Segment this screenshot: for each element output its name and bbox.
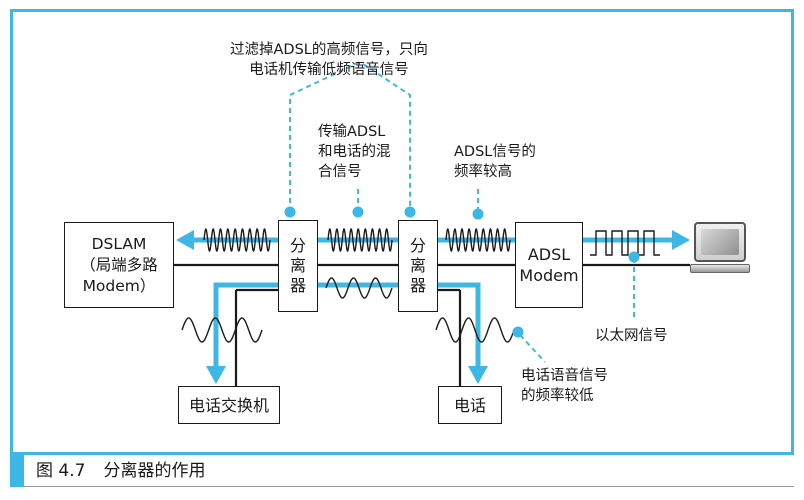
arrowhead-to-dslam — [176, 230, 194, 250]
note-ethernet-text: 以太网信号 — [595, 328, 668, 344]
phone-label: 电话 — [453, 395, 486, 415]
adsl-modem-line1: ADSL — [527, 245, 571, 264]
dslam-label-line1: DSLAM — [91, 234, 147, 253]
callout-dots — [284, 206, 640, 338]
note-voice-line2: 的频率较低 — [521, 388, 594, 404]
phone-box: 电话 — [438, 386, 502, 424]
monitor-screen — [694, 222, 746, 262]
caption-accent-tab — [10, 455, 24, 487]
splitter-right-char1: 分 — [409, 236, 426, 255]
note-mixed-signal: 传输ADSL 和电话的混 合信号 — [318, 122, 391, 182]
note-adsl-line1: ADSL信号的 — [454, 144, 536, 160]
monitor-icon — [690, 222, 750, 274]
splitter-right-box: 分 离 器 — [398, 220, 438, 312]
diagram-canvas — [174, 60, 690, 386]
note-splitter-filter: 过滤掉ADSL的高频信号，只向 电话机传输低频语音信号 — [230, 40, 428, 80]
splitter-right-char3: 器 — [409, 276, 426, 295]
note-mixed-line2: 和电话的混 — [318, 144, 391, 160]
exchange-box: 电话交换机 — [178, 386, 280, 424]
ethernet-square-wave — [590, 230, 660, 256]
figure-number: 图 4.7 — [36, 461, 86, 481]
note-adsl-high-frequency: ADSL信号的 频率较高 — [454, 142, 536, 182]
splitter-left-box: 分 离 器 — [278, 220, 318, 312]
adsl-modem-box: ADSL Modem — [515, 222, 583, 308]
arrowhead-to-phone — [468, 366, 488, 384]
figure-caption: 图 4.7 分离器的作用 — [36, 459, 205, 483]
dslam-label-line2: （局端多路 — [80, 255, 158, 274]
splitter-left-char2: 离 — [289, 256, 306, 275]
figure-title: 分离器的作用 — [103, 461, 206, 481]
note-mixed-line1: 传输ADSL — [318, 124, 386, 140]
splitter-left-char3: 器 — [289, 276, 306, 295]
note-ethernet-signal: 以太网信号 — [595, 326, 668, 346]
dslam-label-line3: Modem） — [82, 276, 156, 295]
caption-underline — [24, 486, 794, 487]
note-voice-low-frequency: 电话语音信号 的频率较低 — [521, 366, 608, 406]
callout-lines — [289, 60, 635, 363]
note-splitter-filter-line2: 电话机传输低频语音信号 — [249, 62, 409, 78]
splitter-right-char2: 离 — [409, 256, 426, 275]
arrowhead-to-pc — [672, 230, 690, 250]
arrowhead-to-exchange — [206, 366, 226, 384]
dslam-box: DSLAM （局端多路 Modem） — [64, 222, 174, 308]
monitor-base — [690, 264, 750, 273]
note-mixed-line3: 合信号 — [318, 164, 362, 180]
high-frequency-waves — [203, 227, 511, 253]
adsl-modem-line2: Modem — [519, 266, 579, 285]
note-splitter-filter-line1: 过滤掉ADSL的高频信号，只向 — [230, 42, 428, 58]
note-voice-line1: 电话语音信号 — [521, 368, 608, 384]
low-frequency-waves — [181, 277, 515, 343]
note-adsl-line2: 频率较高 — [454, 164, 512, 180]
splitter-left-char1: 分 — [289, 236, 306, 255]
exchange-label: 电话交换机 — [188, 395, 269, 415]
